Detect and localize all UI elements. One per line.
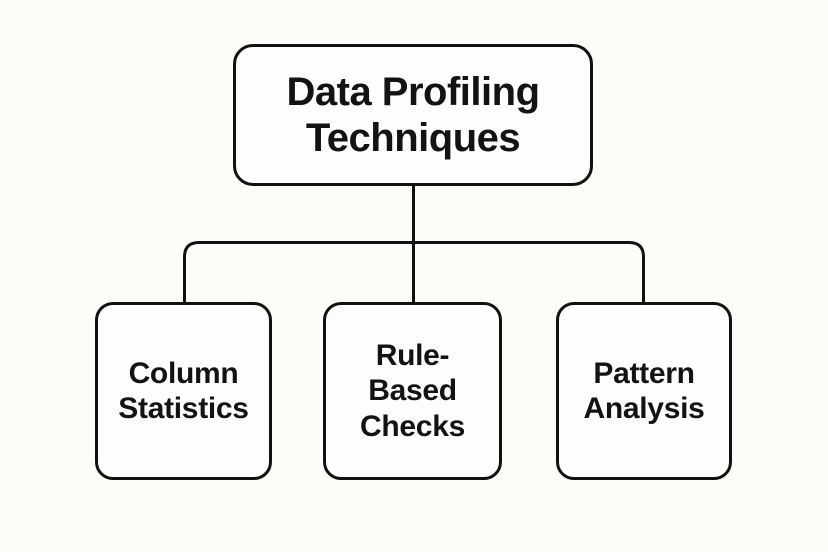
node-label-line: Pattern bbox=[593, 356, 695, 390]
node-data-profiling-techniques: Data Profiling Techniques bbox=[233, 44, 593, 186]
node-label: Pattern Analysis bbox=[584, 356, 705, 426]
node-label-line: Column bbox=[128, 356, 239, 390]
node-label: Data Profiling Techniques bbox=[286, 69, 540, 161]
node-label-line: Statistics bbox=[118, 392, 249, 425]
connector-rail bbox=[183, 241, 645, 302]
node-rule-based-checks: Rule- Based Checks bbox=[323, 302, 502, 480]
node-label-line: Based bbox=[368, 374, 457, 408]
node-label: Rule- Based Checks bbox=[360, 338, 465, 443]
node-label-line: Rule- bbox=[375, 339, 450, 373]
node-pattern-analysis: Pattern Analysis bbox=[556, 302, 732, 480]
node-label: Column Statistics bbox=[118, 356, 249, 426]
node-column-statistics: Column Statistics bbox=[95, 302, 272, 480]
node-label-line: Checks bbox=[360, 409, 465, 443]
node-label-line: Analysis bbox=[583, 392, 705, 425]
node-label-line: Techniques bbox=[305, 116, 521, 160]
node-label-line: Data Profiling bbox=[286, 70, 540, 114]
